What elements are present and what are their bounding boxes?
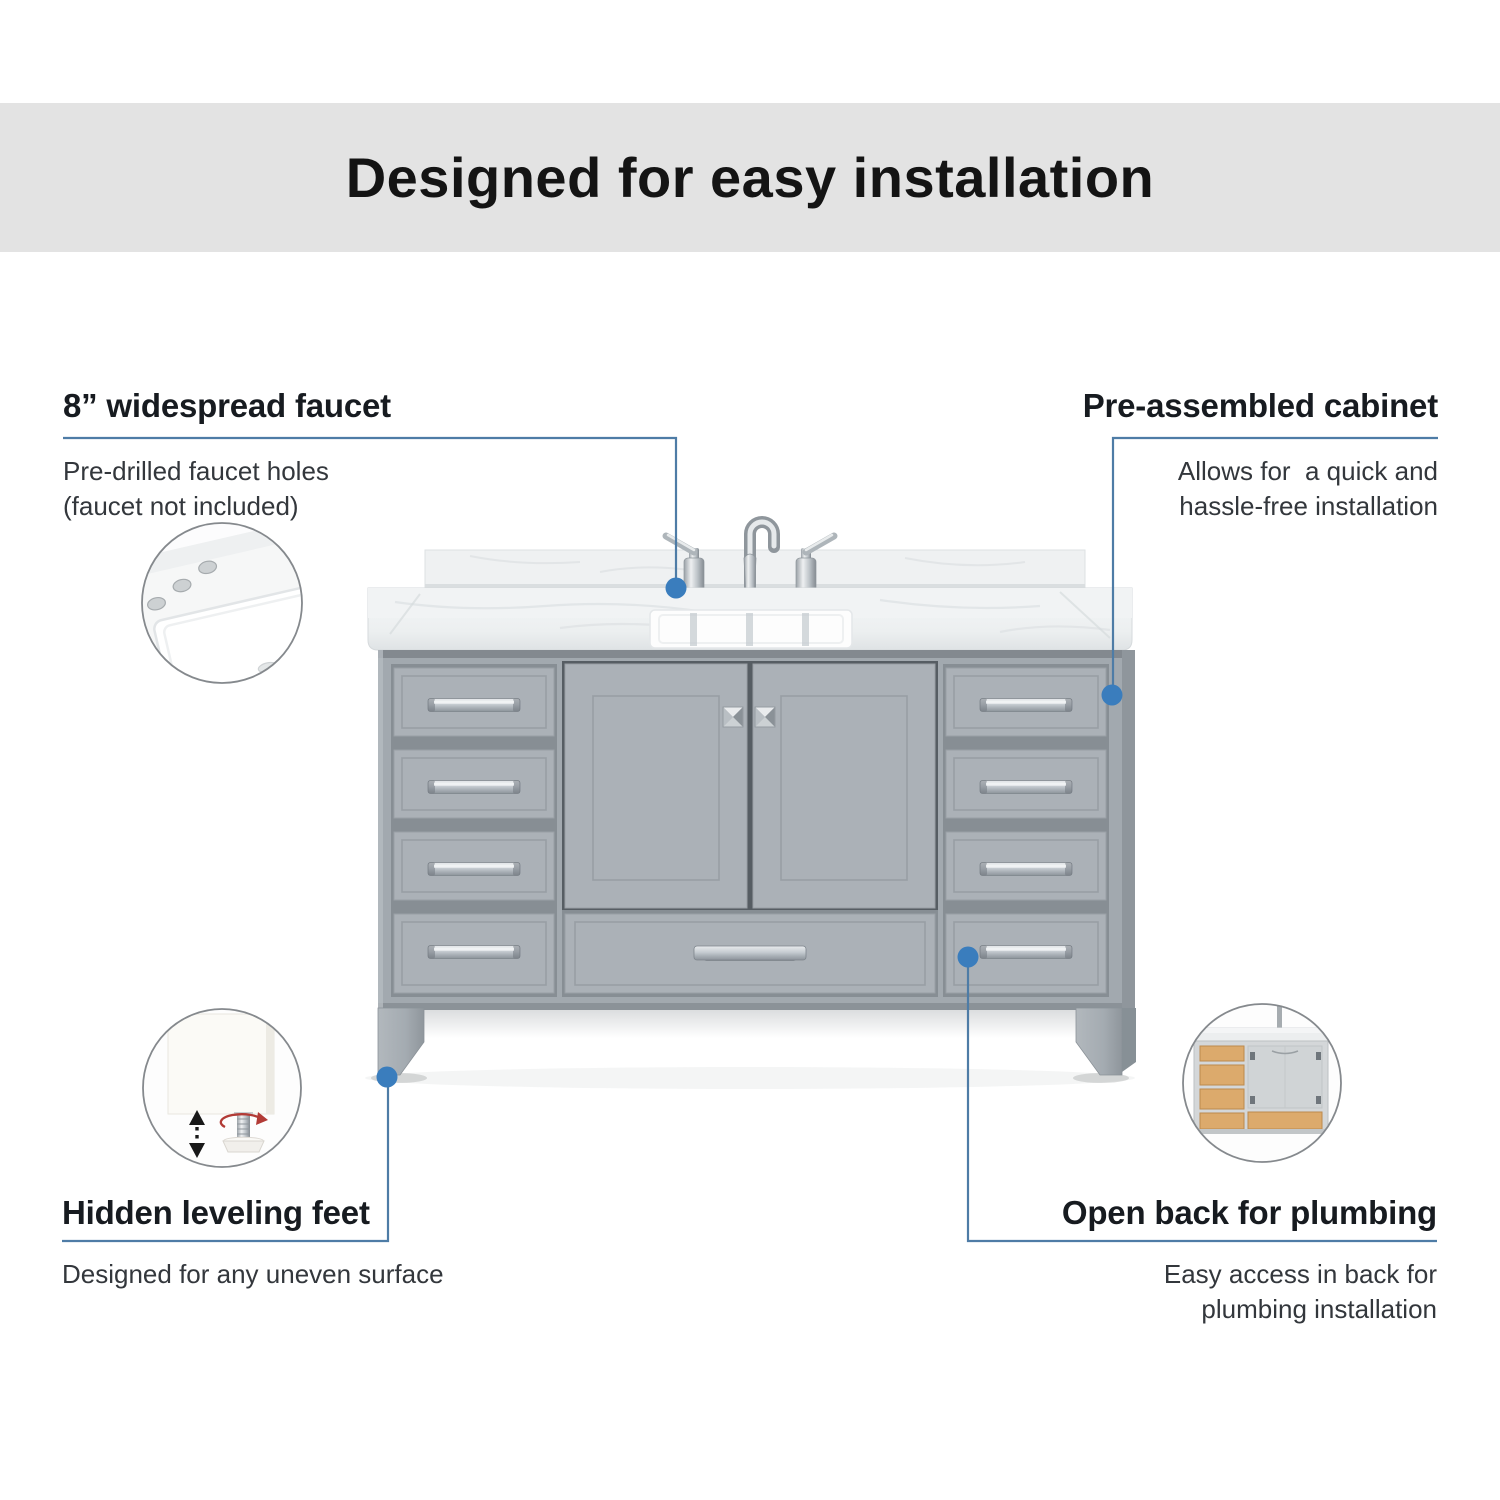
left-drawer-stack [391, 664, 557, 997]
drawer-box-back [1199, 1045, 1245, 1062]
callout-faucet-body: Pre-drilled faucet holes (faucet not inc… [63, 456, 329, 521]
faucet-hole [198, 560, 218, 575]
legs [377, 1007, 1136, 1076]
floor-shadow [365, 1008, 1135, 1089]
up-down-arrow-icon [189, 1110, 205, 1158]
callout-feet: Hidden leveling feet Designed for any un… [62, 1193, 682, 1292]
drawer [393, 913, 555, 994]
drawer [393, 749, 555, 819]
countertop [367, 587, 1133, 651]
connector-plumbing [966, 957, 1437, 1243]
front-right-leg [1075, 1007, 1123, 1076]
connector-faucet [63, 436, 678, 588]
callout-feet-heading: Hidden leveling feet [62, 1194, 370, 1231]
right-drawer-stack [943, 664, 1109, 997]
faucet-hole [147, 596, 166, 611]
marker-dot-feet [376, 1066, 398, 1088]
callout-plumbing-body: Easy access in back for plumbing install… [1163, 1259, 1437, 1324]
drawer [945, 749, 1107, 819]
drawer-box-back [1199, 1088, 1245, 1110]
drawer-box-back [1199, 1064, 1245, 1086]
page-title: Designed for easy installation [345, 146, 1155, 209]
inset-open-back [1182, 1003, 1342, 1163]
connector-cabinet [1111, 436, 1438, 695]
callout-cabinet: Pre-assembled cabinet Allows for a quick… [918, 386, 1438, 524]
hinges [1250, 1052, 1321, 1104]
drawer [393, 667, 555, 737]
marker-dots [376, 577, 1123, 1088]
cabinet-leg-block [167, 1013, 275, 1115]
drawer-box-back [1199, 1112, 1245, 1130]
connector-feet [62, 1077, 390, 1243]
callout-cabinet-heading: Pre-assembled cabinet [1082, 387, 1438, 424]
cabinet-side-panel [1122, 650, 1135, 1008]
drawer-box-back [1247, 1111, 1323, 1130]
faucet-hole [172, 578, 192, 593]
callout-cabinet-body: Allows for a quick and hassle-free insta… [1177, 456, 1438, 521]
marker-dot-plumbing [957, 946, 979, 968]
callout-connectors [62, 436, 1438, 1243]
inset-sink-closeup [141, 522, 303, 684]
drawer [393, 831, 555, 901]
center-doors [562, 661, 938, 911]
callout-faucet: 8” widespread faucet Pre-drilled faucet … [63, 386, 683, 524]
drawer [945, 667, 1107, 737]
door-left [564, 663, 748, 909]
callout-plumbing: Open back for plumbing Easy access in ba… [917, 1193, 1437, 1327]
marker-dot-cabinet [1101, 684, 1123, 706]
back-right-leg [1122, 1008, 1136, 1072]
door-right [752, 663, 936, 909]
front-left-leg [377, 1007, 425, 1076]
plumbing-pipe [1277, 1004, 1282, 1036]
rotation-arrow-icon [219, 1112, 268, 1129]
vanity-product [365, 516, 1136, 1089]
callout-faucet-heading: 8” widespread faucet [63, 387, 391, 424]
sink-basin [649, 609, 853, 649]
wide-bottom-drawer [562, 910, 938, 997]
foot-base [222, 1140, 265, 1153]
title-band: Designed for easy installation [0, 103, 1500, 252]
drawer [945, 831, 1107, 901]
marker-dot-faucet [665, 577, 687, 599]
callout-plumbing-heading: Open back for plumbing [1061, 1194, 1437, 1231]
callout-feet-body: Designed for any uneven surface [62, 1259, 444, 1289]
cabinet [377, 650, 1136, 1076]
inset-leveling-foot [142, 1008, 302, 1168]
